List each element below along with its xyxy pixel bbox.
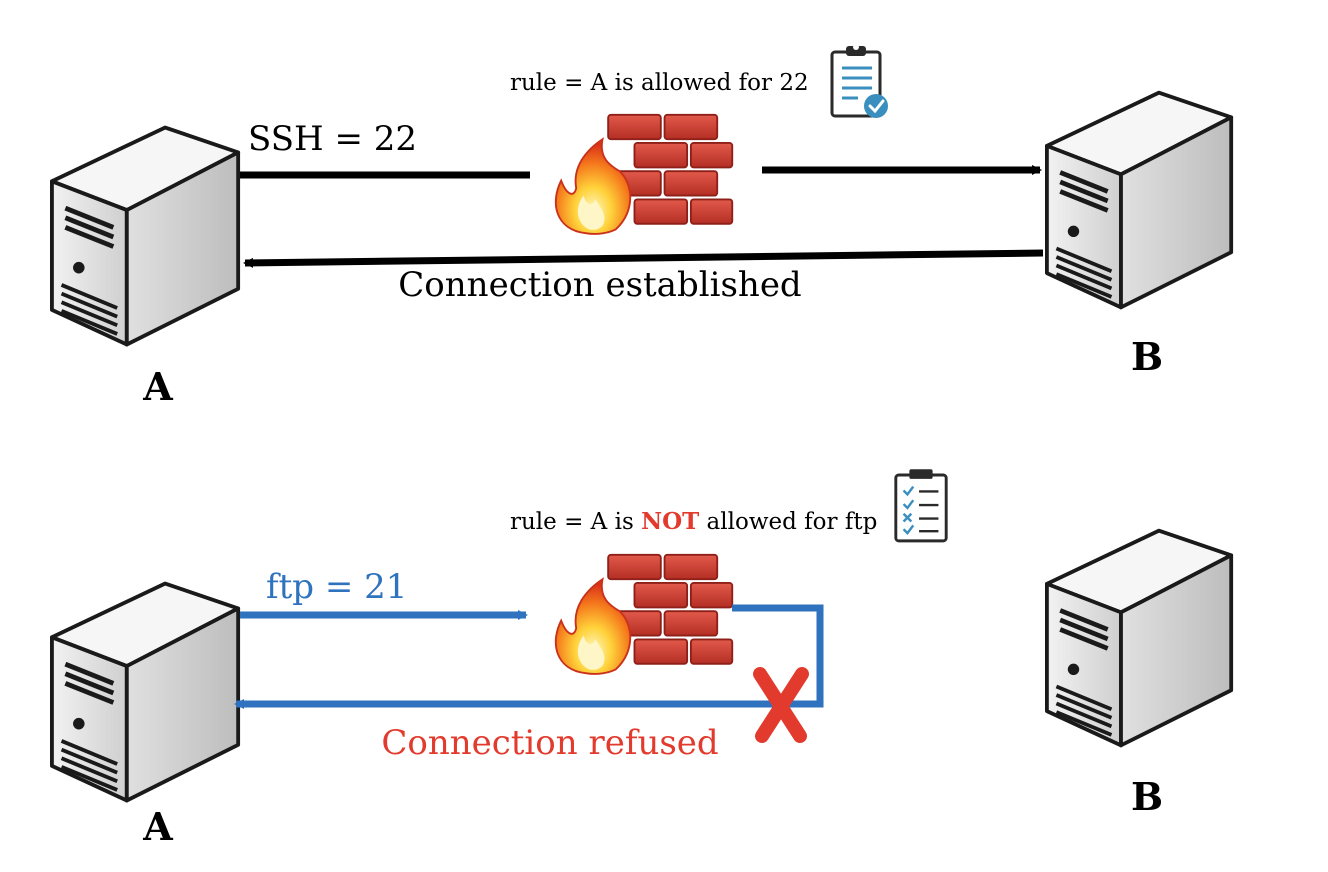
firewall-icon [554, 553, 734, 675]
response-arrow [243, 249, 1044, 268]
server-a-icon [52, 584, 238, 801]
host-a-label: A [142, 364, 173, 409]
protocol-label: SSH = 22 [248, 119, 417, 159]
host-b-label: B [1131, 334, 1163, 379]
rule-emphasis: NOT [641, 508, 699, 535]
blocked-return-path [234, 604, 824, 709]
rule-label: rule = A is allowed for 22 [510, 70, 809, 96]
host-b-label: B [1131, 774, 1163, 819]
scenario-refused: A B rule = A is NOT allowed for ftp ftp … [52, 467, 1231, 849]
firewall-icon [554, 113, 734, 235]
protocol-label: ftp = 21 [266, 567, 407, 607]
server-b-icon [1047, 93, 1231, 308]
scenario-allowed: A B rule = A is allowed for 22 SSH = 22 … [52, 42, 1231, 409]
server-b-icon [1047, 531, 1231, 746]
rule-label: rule = A is NOT allowed for ftp [510, 508, 877, 535]
response-label: Connection established [398, 265, 801, 305]
server-a-icon [52, 128, 238, 345]
rule-suffix: allowed for ftp [699, 509, 877, 535]
host-a-label: A [142, 804, 173, 849]
rule-prefix: rule = A is [510, 509, 641, 535]
response-label: Connection refused [381, 723, 718, 763]
clipboard-check-icon [830, 42, 890, 120]
checklist-icon [894, 467, 948, 543]
refused-x-icon [753, 667, 809, 743]
